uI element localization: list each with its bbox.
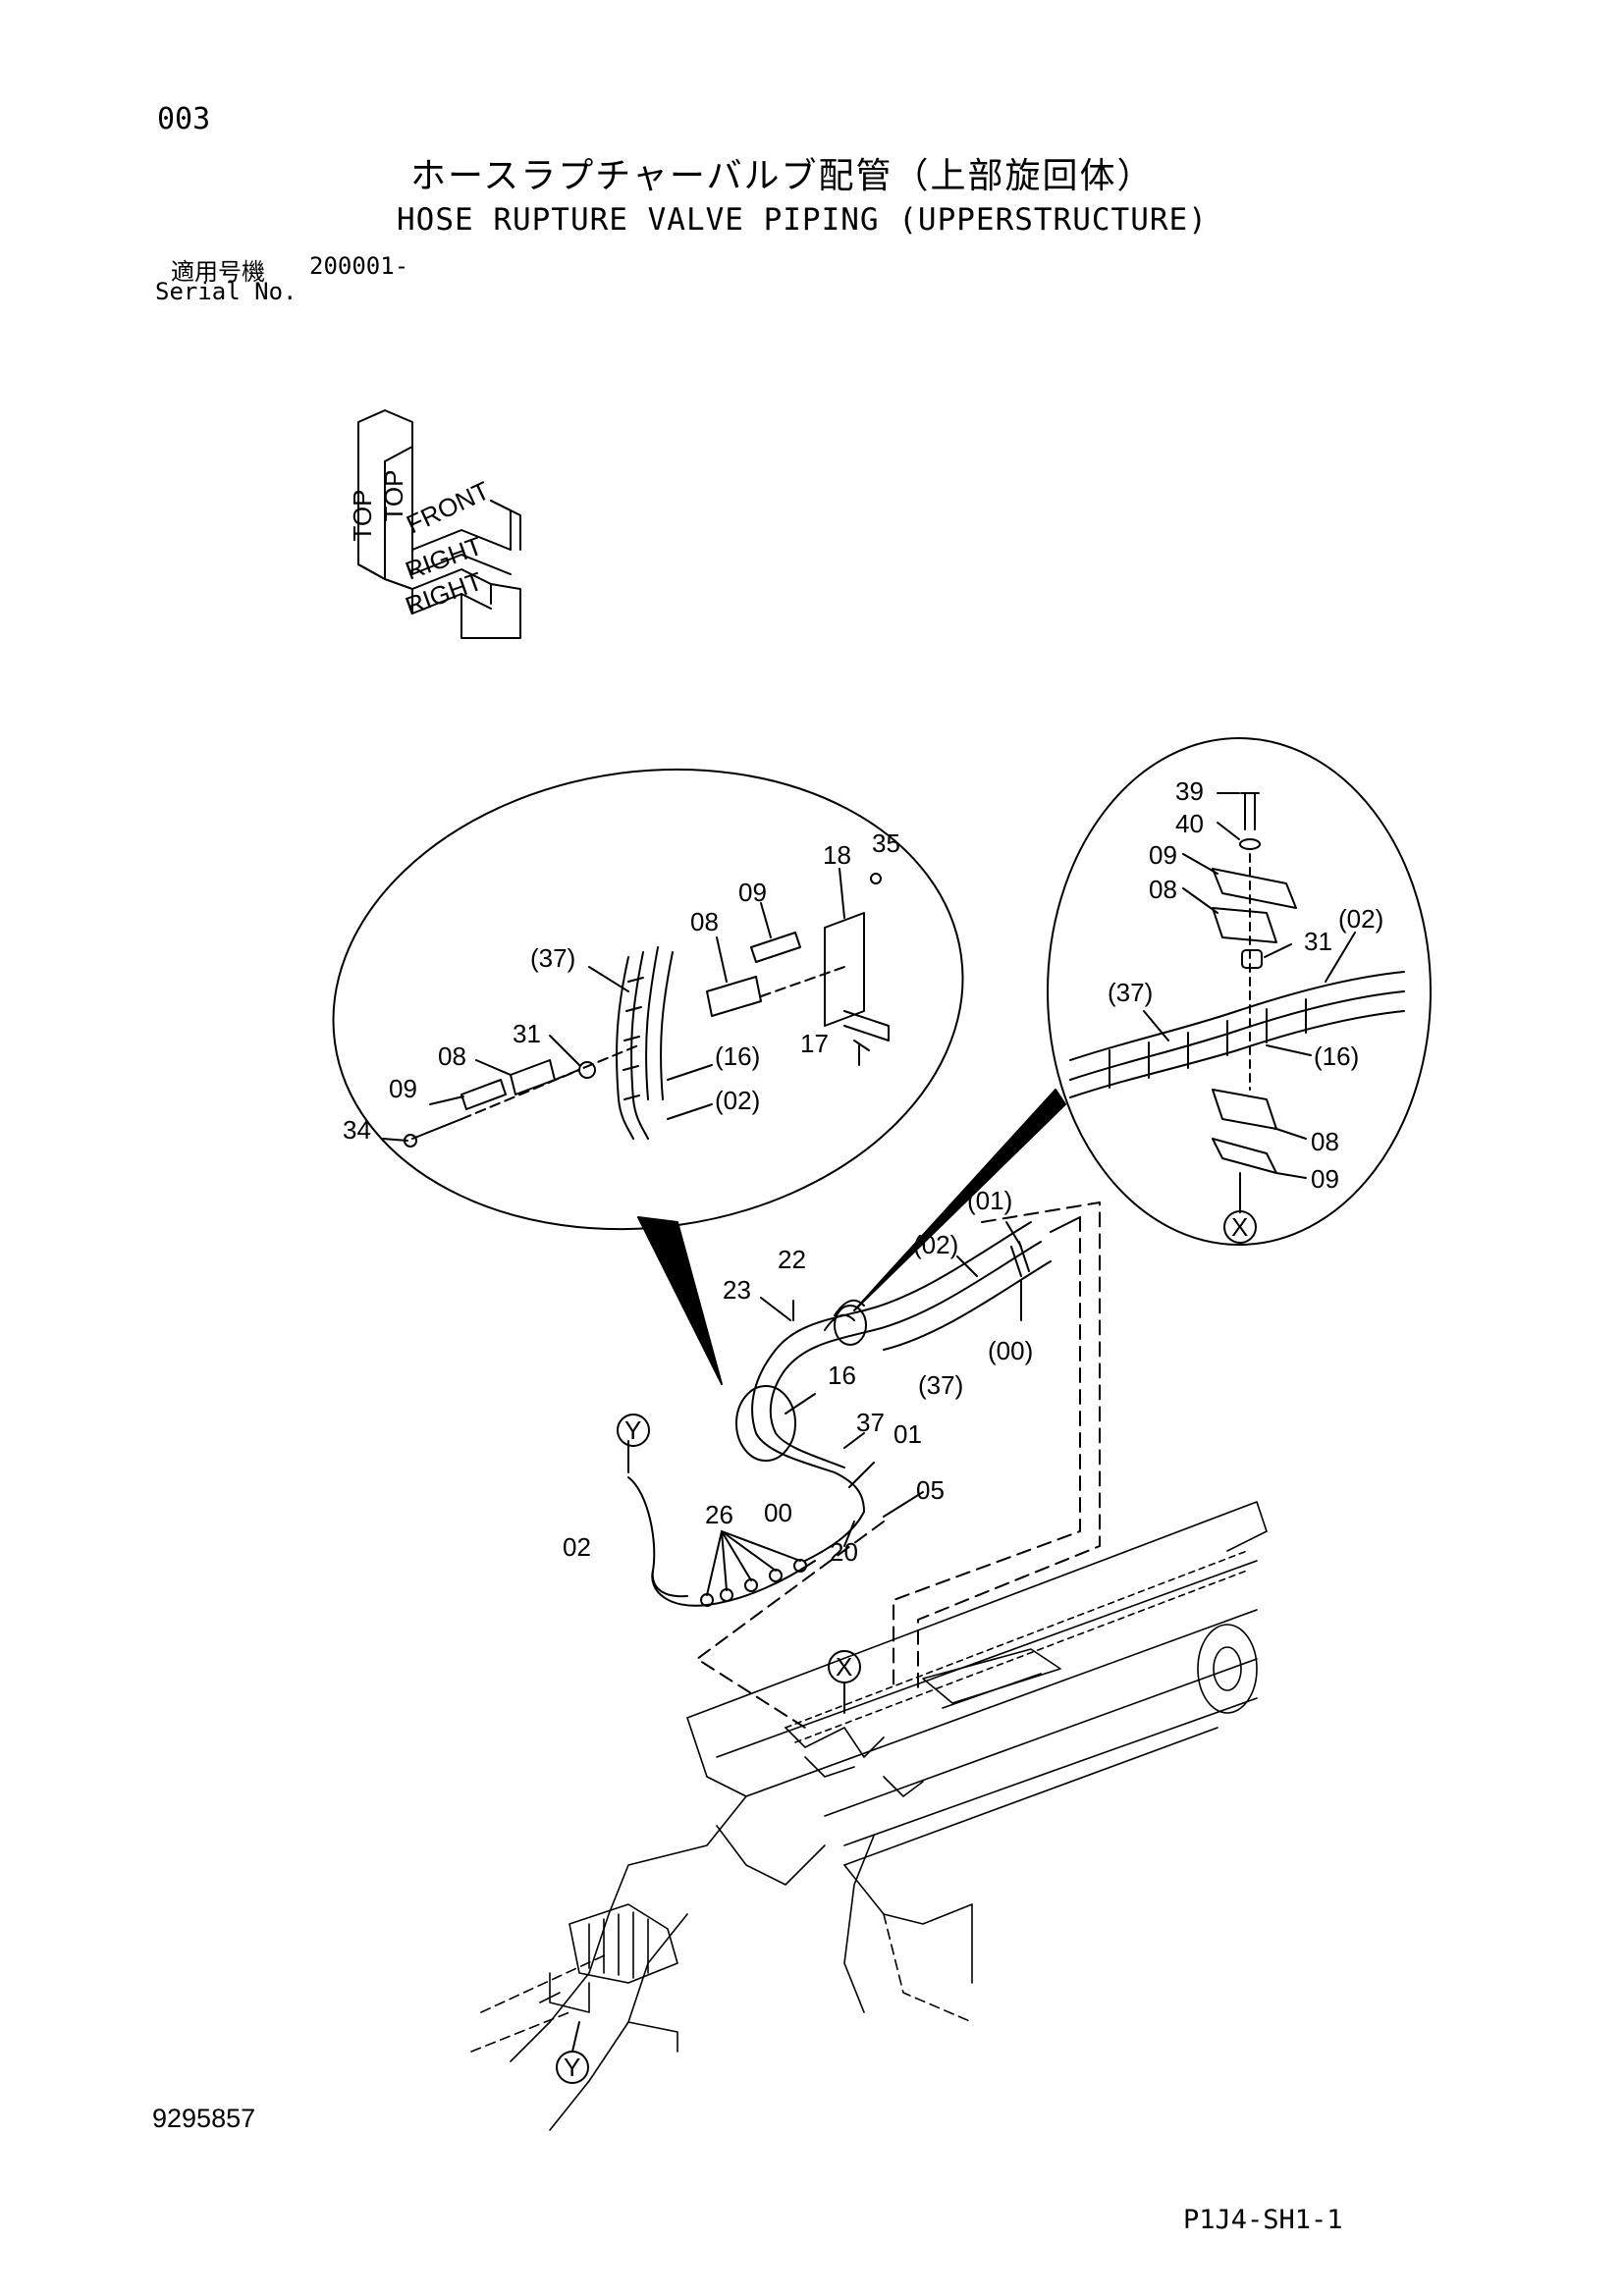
callout-09c: 09 (1149, 840, 1177, 870)
callout-05: 05 (916, 1475, 945, 1505)
callout-35: 35 (872, 828, 900, 858)
callout-17: 17 (800, 1029, 829, 1058)
machine-boom: X Y (470, 1501, 1268, 2131)
orientation-icon: TOP TOP FRONT RIGHT RIGHT (348, 409, 521, 639)
callout-00-main: 00 (764, 1498, 792, 1527)
callout-16-main: 16 (828, 1361, 856, 1390)
callout-16-left: (16) (715, 1041, 760, 1071)
left-detail-view: 18 35 09 08 (37) 31 17 (16) 08 09 (02) 3… (332, 768, 964, 1385)
orientation-front-label: FRONT (402, 475, 494, 539)
marker-y-main: Y (564, 2053, 580, 2082)
callout-26: 26 (705, 1500, 733, 1529)
callout-00-paren: (00) (988, 1336, 1033, 1365)
document-number: 9295857 (152, 2104, 256, 2133)
callout-37-paren-main: (37) (918, 1370, 963, 1400)
callout-02-left: (02) (715, 1086, 760, 1115)
title-english: HOSE RUPTURE VALVE PIPING (UPPERSTRUCTUR… (397, 202, 1208, 238)
callout-02-paren: (02) (913, 1230, 958, 1259)
callout-01-paren: (01) (967, 1186, 1012, 1215)
callout-37-main: 37 (856, 1408, 885, 1437)
callout-08c: 08 (1149, 875, 1177, 904)
callout-08a: 08 (690, 907, 719, 936)
sheet-code: P1J4-SH1-1 (1183, 2205, 1343, 2235)
callout-22: 22 (778, 1245, 806, 1274)
callout-23: 23 (723, 1275, 751, 1305)
callout-09a: 09 (738, 878, 767, 907)
serial-label-japanese: 適用号機 (171, 258, 265, 286)
callout-09b: 09 (389, 1074, 417, 1103)
callout-16-right: (16) (1314, 1041, 1359, 1071)
callout-09d: 09 (1311, 1164, 1339, 1194)
marker-x-main: X (836, 1652, 852, 1682)
orientation-top-label-2: TOP (379, 470, 408, 522)
marker-x-detail: X (1231, 1212, 1248, 1242)
title-japanese: ホースラプチャーバルブ配管（上部旋回体） (410, 156, 1155, 196)
callout-02-main: 02 (563, 1532, 591, 1562)
callout-18: 18 (823, 840, 851, 870)
page-number: 003 (157, 102, 211, 136)
callout-40: 40 (1175, 809, 1204, 838)
callout-37-right: (37) (1108, 978, 1153, 1007)
callout-02-right: (02) (1338, 904, 1383, 934)
main-hose-assembly: (01) (02) 22 23 (00) 16 (37) 37 01 00 05… (563, 1186, 1101, 1729)
serial-value: 200001- (309, 252, 409, 280)
right-detail-view: 39 40 09 08 31 (02) (37) (16) 08 09 X (853, 737, 1432, 1311)
callout-20: 20 (830, 1537, 858, 1567)
callout-08d: 08 (1311, 1127, 1339, 1156)
serial-label-english: Serial No. (155, 278, 298, 305)
callout-08b: 08 (438, 1041, 466, 1071)
callout-37-left: (37) (530, 943, 575, 973)
callout-39: 39 (1175, 776, 1204, 806)
marker-y-top: Y (624, 1415, 641, 1445)
callout-34: 34 (343, 1115, 371, 1145)
callout-01-main: 01 (893, 1419, 922, 1449)
callout-31-right: 31 (1304, 927, 1332, 956)
callout-31-left: 31 (513, 1019, 541, 1048)
orientation-top-label: TOP (348, 490, 377, 542)
